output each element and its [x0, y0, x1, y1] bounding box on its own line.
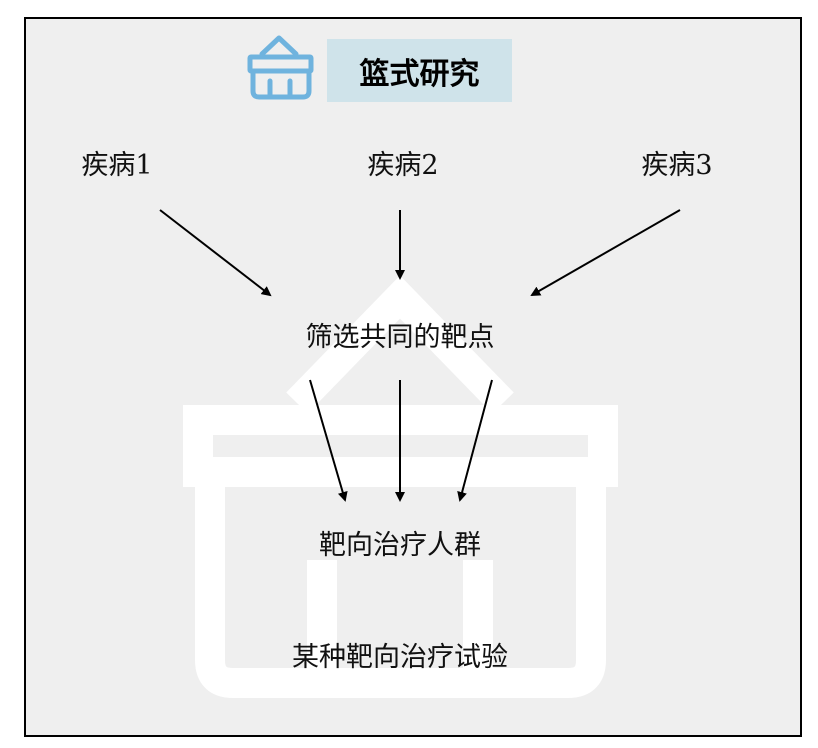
arrow-disease3 [530, 209, 681, 296]
diagram-title: 篮式研究 [359, 56, 480, 92]
diagram-frame [24, 17, 802, 737]
disease-3-label: 疾病3 [641, 150, 713, 181]
disease-1-label: 疾病1 [81, 150, 153, 181]
arrows-to-population [309, 379, 493, 502]
arrow-disease1 [159, 209, 272, 297]
targeted-population-label: 靶向治疗人群 [319, 530, 481, 561]
targeted-trial-label: 某种靶向治疗试验 [292, 642, 508, 673]
basket-icon [247, 35, 314, 100]
common-targets-label: 筛选共同的靶点 [305, 322, 495, 353]
disease-2-label: 疾病2 [367, 150, 439, 181]
arrows-to-targets [159, 209, 681, 297]
title-box-background [327, 39, 512, 102]
arrow-target-right [457, 379, 493, 502]
arrow-target-left [309, 379, 348, 502]
